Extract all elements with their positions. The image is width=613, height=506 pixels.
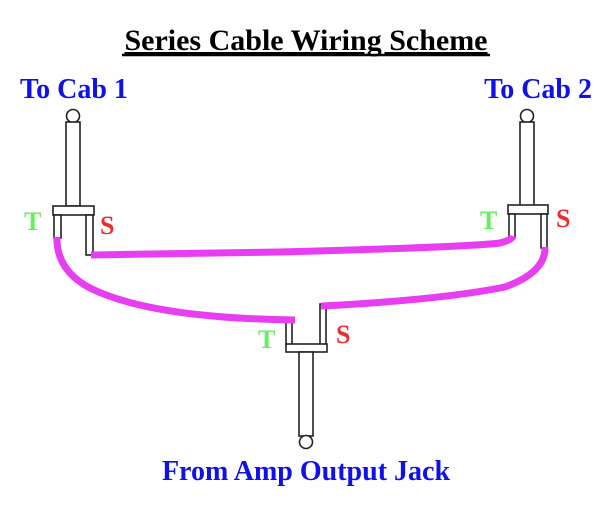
amp-tip-label: T <box>258 325 275 354</box>
cab2-sleeve-label: S <box>556 204 570 233</box>
label-to-cab-2: To Cab 2 <box>484 74 592 105</box>
diagram-title: Series Cable Wiring Scheme <box>124 24 487 57</box>
plug-sleeve-terminal <box>85 214 94 256</box>
plug-sleeve-terminal <box>319 303 327 346</box>
plug-tip-ball <box>65 108 81 124</box>
plug-tip-terminal <box>53 214 62 239</box>
label-from-amp: From Amp Output Jack <box>162 456 450 487</box>
plug-cab-1 <box>52 108 95 256</box>
cab1-sleeve-label: S <box>100 211 114 240</box>
wire-cab1-sleeve-to-cab2-tip <box>90 234 517 259</box>
plug-shaft <box>298 351 314 437</box>
amp-sleeve-label: S <box>336 320 350 349</box>
plug-collar <box>507 204 549 215</box>
plug-tip-ball <box>519 108 535 124</box>
wire-cab1-tip-to-amp-tip <box>53 236 296 324</box>
plug-shaft <box>65 121 81 207</box>
wire-cab2-sleeve-to-amp-sleeve <box>320 246 549 310</box>
plug-sleeve-terminal <box>540 213 548 249</box>
plug-collar <box>52 205 95 216</box>
plug-cab-2 <box>507 108 549 249</box>
plug-tip-ball <box>298 434 314 450</box>
plug-shaft <box>519 121 535 207</box>
label-to-cab-1: To Cab 1 <box>20 74 128 105</box>
plug-amp <box>285 303 328 450</box>
plug-tip-terminal <box>508 213 516 239</box>
cab1-tip-label: T <box>24 207 41 236</box>
plug-collar <box>285 343 328 353</box>
cab2-tip-label: T <box>480 206 497 235</box>
